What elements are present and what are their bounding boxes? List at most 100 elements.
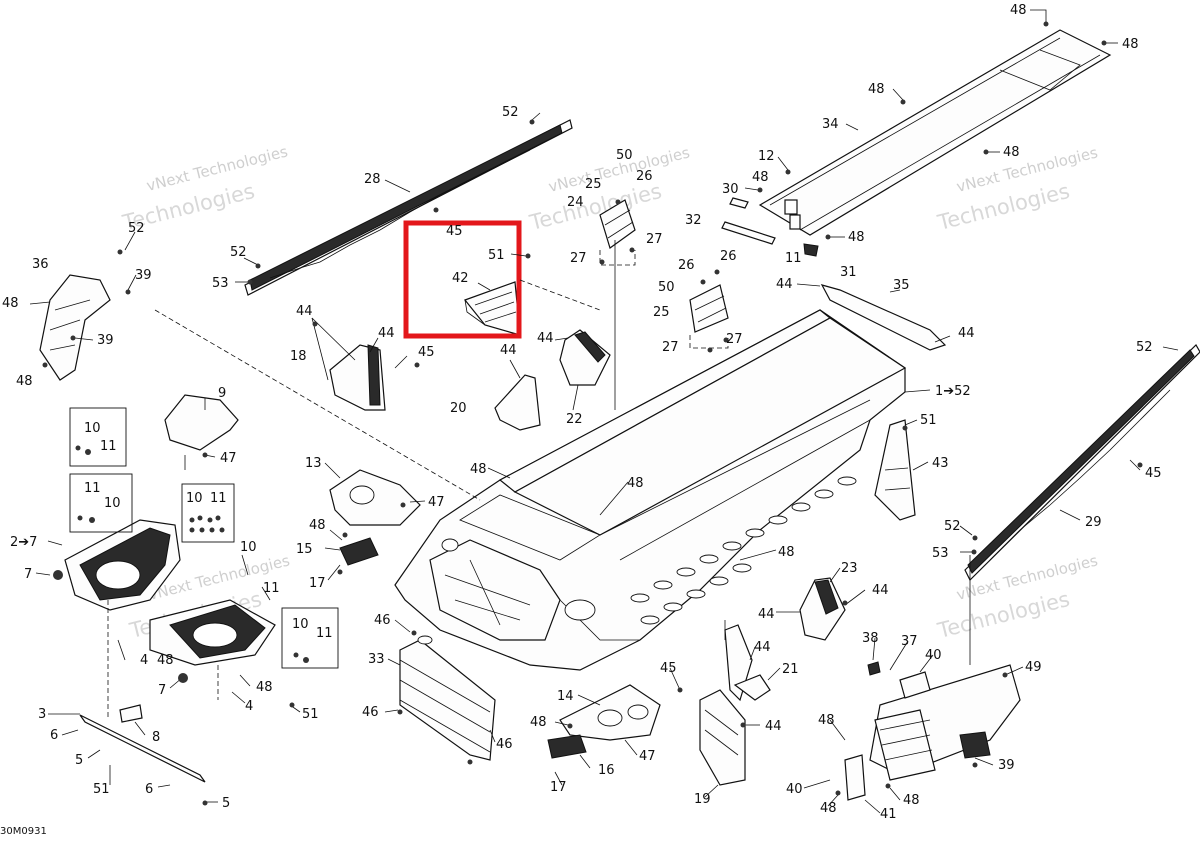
upper-tunnel-panel — [758, 29, 1112, 236]
part-label: 51 — [93, 782, 110, 797]
part-label: 39 — [998, 758, 1015, 773]
part-label: 9 — [218, 386, 226, 401]
part-label: 48 — [752, 170, 769, 185]
part-label: 27 — [570, 251, 587, 266]
part-label: 48 — [1122, 37, 1139, 52]
part-label: 45 — [660, 661, 677, 676]
part-label: 48 — [818, 713, 835, 728]
part-label: 52 — [128, 221, 145, 236]
trim-strip — [721, 221, 776, 245]
tunnel-cutouts — [630, 476, 857, 625]
assembly-lines — [107, 240, 971, 720]
bracket-43 — [874, 419, 916, 521]
part-label: 48 — [530, 715, 547, 730]
bolt-part — [729, 197, 749, 209]
document-code: 30M0931 — [0, 826, 47, 837]
part-label: 48 — [16, 374, 33, 389]
part-label: 11 — [263, 581, 280, 596]
hardware-kit-boxes — [69, 407, 339, 669]
part-label: 44 — [296, 304, 313, 319]
part-label: 44 — [776, 277, 793, 292]
part-label: 44 — [378, 326, 395, 341]
part-label: 26 — [636, 169, 653, 184]
part-label: 10 — [104, 496, 121, 511]
part-label: 48 — [848, 230, 865, 245]
part-label: 10 — [292, 617, 309, 632]
right-running-board-rail — [964, 344, 1200, 582]
part-label: 20 — [450, 401, 467, 416]
part-label: 12 — [758, 149, 775, 164]
part-label: 49 — [1025, 660, 1042, 675]
part-label: 50 — [616, 148, 633, 163]
part-label: 24 — [567, 195, 584, 210]
part-label: 10 — [186, 491, 203, 506]
part-label: 7 — [24, 567, 32, 582]
part-label: 48 — [820, 801, 837, 816]
part-label: 51 — [920, 413, 937, 428]
part-label: 53 — [932, 546, 949, 561]
part-label: 11 — [210, 491, 227, 506]
step-15 — [339, 537, 379, 566]
part-label: 23 — [841, 561, 858, 576]
part-label: 10 — [84, 421, 101, 436]
bracket-22-dark — [574, 331, 606, 363]
part-label: 48 — [256, 680, 273, 695]
kit-box-10-11-b — [181, 483, 235, 543]
part-label: 22 — [566, 412, 583, 427]
heat-exchanger-33 — [399, 635, 496, 761]
kit-box-10-11-a — [69, 407, 127, 467]
part-label: 25 — [653, 305, 670, 320]
part-label: 36 — [32, 257, 49, 272]
part-label: 27 — [726, 332, 743, 347]
nut-part — [803, 243, 819, 257]
part-label: 32 — [685, 213, 702, 228]
part-label: 53 — [212, 276, 229, 291]
part-label: 7 — [158, 683, 166, 698]
part-label: 47 — [639, 749, 656, 764]
cover-13 — [329, 469, 421, 526]
part-label: 14 — [557, 689, 574, 704]
part-label: 48 — [309, 518, 326, 533]
part-label: 45 — [446, 224, 463, 239]
bracket-assembly-mid — [689, 284, 729, 349]
part-label: 44 — [758, 607, 775, 622]
part-label: 52 — [230, 245, 247, 260]
part-label: 44 — [500, 343, 517, 358]
part-label: 34 — [822, 117, 839, 132]
rear-bracket-assembly — [844, 664, 1021, 801]
step-16 — [547, 734, 587, 759]
part-label: 2➔7 — [10, 535, 37, 550]
part-label: 39 — [135, 268, 152, 283]
bracket-36 — [39, 274, 111, 381]
part-label: 50 — [658, 280, 675, 295]
part-label: 27 — [646, 232, 663, 247]
part-label: 48 — [157, 653, 174, 668]
part-label: 40 — [925, 648, 942, 663]
highlight-box — [403, 220, 522, 339]
part-label: 21 — [782, 662, 799, 677]
bracket-23 — [799, 577, 846, 641]
part-label: 43 — [932, 456, 949, 471]
fasteners — [42, 21, 1143, 806]
bolt-38 — [867, 661, 881, 676]
part-label: 44 — [754, 640, 771, 655]
part-label: 6 — [145, 782, 153, 797]
bracket-21 — [733, 674, 771, 701]
part-label: 11 — [84, 481, 101, 496]
part-label: 8 — [152, 730, 160, 745]
part-label: 11 — [316, 626, 333, 641]
part-label: 4 — [140, 653, 148, 668]
part-label: 51 — [488, 248, 505, 263]
part-label: 15 — [296, 542, 313, 557]
part-label: 38 — [862, 631, 879, 646]
part-label: 41 — [880, 807, 897, 822]
part-label: 48 — [470, 462, 487, 477]
part-label: 48 — [2, 296, 19, 311]
kit-box-10-11-c — [281, 607, 339, 669]
part-label: 4 — [245, 699, 253, 714]
part-label: 44 — [765, 719, 782, 734]
part-label: 39 — [97, 333, 114, 348]
bracket-35 — [820, 284, 947, 351]
bracket-23-dark — [814, 579, 839, 615]
